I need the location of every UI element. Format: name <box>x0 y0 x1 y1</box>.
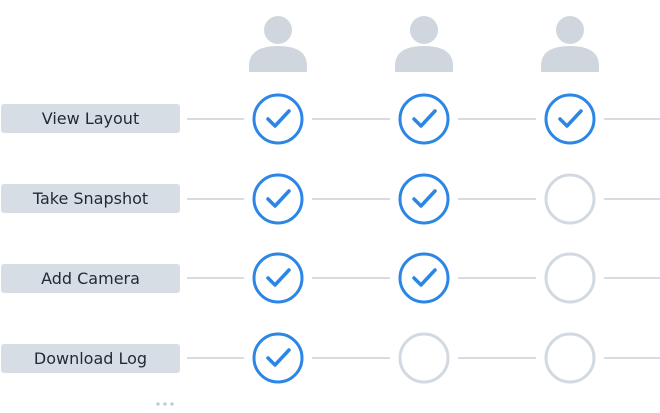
connector-lines <box>187 118 660 359</box>
user-avatars <box>249 16 599 72</box>
checked-circle-icon[interactable] <box>398 93 450 145</box>
unchecked-circle-icon[interactable] <box>544 252 596 304</box>
permission-cells <box>252 93 596 384</box>
user-avatar-icon <box>395 16 453 72</box>
checked-circle-icon[interactable] <box>252 173 304 225</box>
permission-label-take-snapshot: Take Snapshot <box>1 184 180 213</box>
checked-circle-icon[interactable] <box>398 173 450 225</box>
permission-label-download-log: Download Log <box>1 344 180 373</box>
permission-label-add-camera: Add Camera <box>1 264 180 293</box>
user-avatar-icon <box>249 16 307 72</box>
checked-circle-icon[interactable] <box>252 332 304 384</box>
unchecked-circle-icon[interactable] <box>398 332 450 384</box>
ellipsis-icon <box>156 402 174 406</box>
permission-label-view-layout: View Layout <box>1 104 180 133</box>
checked-circle-icon[interactable] <box>398 252 450 304</box>
checked-circle-icon[interactable] <box>252 93 304 145</box>
checked-circle-icon[interactable] <box>252 252 304 304</box>
unchecked-circle-icon[interactable] <box>544 173 596 225</box>
unchecked-circle-icon[interactable] <box>544 332 596 384</box>
checked-circle-icon[interactable] <box>544 93 596 145</box>
user-avatar-icon <box>541 16 599 72</box>
